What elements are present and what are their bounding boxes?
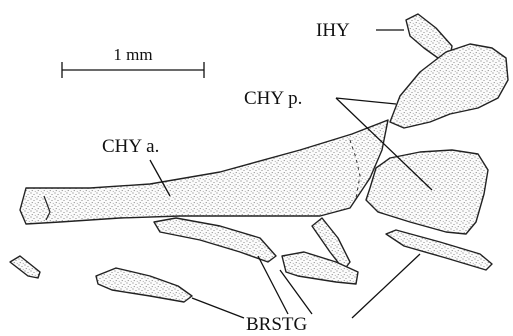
label-chy-posterior: CHY p. <box>244 88 302 109</box>
branchiostegal-ray-1 <box>154 218 276 262</box>
scale-bar-label: 1 mm <box>113 45 152 64</box>
scale-bar: 1 mm <box>62 45 204 78</box>
branchiostegal-ray-6 <box>10 256 40 278</box>
branchiostegal-ray-5 <box>96 268 192 302</box>
ceratohyal-posterior-lower <box>366 150 488 234</box>
ceratohyal-anterior <box>20 120 388 224</box>
ceratohyal-posterior-upper <box>390 44 508 128</box>
label-brstg: BRSTG <box>246 314 308 335</box>
label-chy-anterior: CHY a. <box>102 136 159 157</box>
branchiostegal-ray-4 <box>386 230 492 270</box>
interhyal-bone <box>406 14 452 58</box>
label-ihy: IHY <box>316 20 350 41</box>
